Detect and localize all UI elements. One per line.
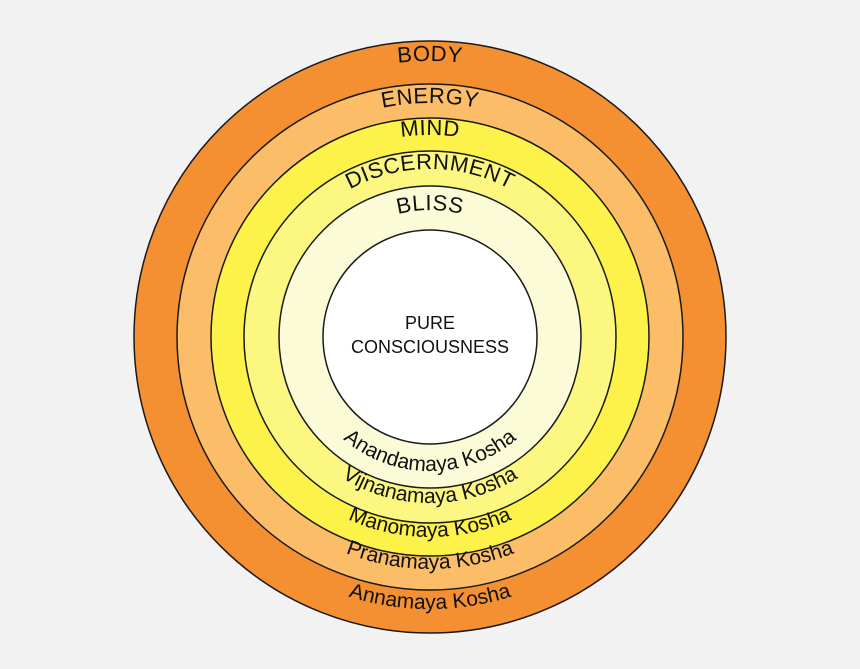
center-group: PURE CONSCIOUSNESS <box>322 229 538 445</box>
top-label-bliss: BLISS <box>394 190 466 219</box>
top-label-body: BODY <box>396 41 464 68</box>
center-label-line2: CONSCIOUSNESS <box>351 337 509 357</box>
center-circle <box>322 229 538 445</box>
top-label-mind: MIND <box>399 115 461 142</box>
center-label-line1: PURE <box>405 313 455 333</box>
